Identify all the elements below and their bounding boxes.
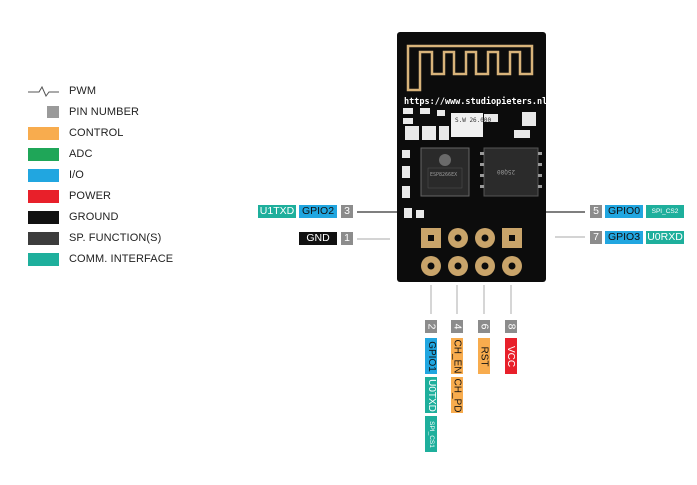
legend-row-comm: COMM. INTERFACE [28, 251, 228, 267]
pin2-label-gpio1: GPIO1 [425, 338, 437, 374]
pin4-label-ch-pd: CH_PD [451, 377, 463, 413]
legend-label: ADC [69, 148, 93, 160]
pin8-number: 8 [505, 320, 518, 333]
pin7-label-gpio3: GPIO3 [605, 231, 643, 244]
legend-row-ground: GROUND [28, 209, 228, 225]
smd-components [402, 108, 536, 198]
legend-label: POWER [69, 190, 112, 202]
legend-swatch [28, 147, 59, 161]
crystal-label: S.W 26.000 [455, 117, 492, 124]
flash-text: 25Q80 [497, 168, 516, 175]
legend-swatch [28, 231, 59, 245]
legend-label: COMM. INTERFACE [69, 253, 174, 265]
chip-text: ESP8266EX [430, 172, 458, 178]
legend-label: CONTROL [69, 127, 124, 139]
legend-row-pin-number: PIN NUMBER [28, 104, 228, 120]
legend-swatch [28, 168, 59, 182]
pin5-label-gpio0: GPIO0 [605, 205, 643, 218]
pin3-label-gpio2: GPIO2 [299, 205, 337, 218]
legend-label: GROUND [69, 211, 119, 223]
legend-swatch [28, 252, 59, 266]
pin3-number: 3 [341, 205, 353, 218]
pin8-label-vcc: VCC [505, 338, 517, 374]
pin1-label-gnd: GND [299, 232, 337, 245]
legend-swatch [47, 106, 59, 118]
pin1-number: 1 [341, 232, 353, 245]
pin7-label-u0rxd: U0RXD [646, 231, 684, 244]
pin4-label-ch-en: CH_EN [451, 338, 463, 374]
pin5-number: 5 [590, 205, 602, 218]
header-pins [421, 228, 522, 276]
pcb [397, 32, 546, 282]
board-url: https://www.studiopieters.nl [404, 97, 548, 107]
legend-row-control: CONTROL [28, 125, 228, 141]
legend-label: PIN NUMBER [69, 106, 140, 118]
chip-logo-icon [439, 154, 451, 166]
legend-label: I/O [69, 169, 84, 181]
legend-row-power: POWER [28, 188, 228, 204]
legend-row-pwm: PWM [28, 83, 228, 99]
legend-row-io: I/O [28, 167, 228, 183]
pin2-label-spi-cs1: SPI_CS1 [425, 416, 437, 452]
legend-row-adc: ADC [28, 146, 228, 162]
pin6-label-rst: RST [478, 338, 490, 374]
pin3-label-u1txd: U1TXD [258, 205, 296, 218]
legend-label: PWM [69, 85, 97, 97]
pin5-label-spi-cs2: SPI_CS2 [646, 205, 684, 218]
legend-label: SP. FUNCTION(S) [69, 232, 162, 244]
antenna-trace [406, 44, 534, 92]
legend-row-sp-function: SP. FUNCTION(S) [28, 230, 228, 246]
pin2-label-u0txd: U0TXD [425, 377, 437, 413]
legend-swatch [28, 126, 59, 140]
pin4-number: 4 [451, 320, 464, 333]
legend-swatch [28, 189, 59, 203]
legend-swatch [28, 210, 59, 224]
crystal [451, 113, 483, 137]
pwm-icon [28, 85, 59, 97]
flash-chip [483, 147, 539, 197]
pin2-number: 2 [425, 320, 438, 333]
pin7-number: 7 [590, 231, 602, 244]
pin6-number: 6 [478, 320, 491, 333]
